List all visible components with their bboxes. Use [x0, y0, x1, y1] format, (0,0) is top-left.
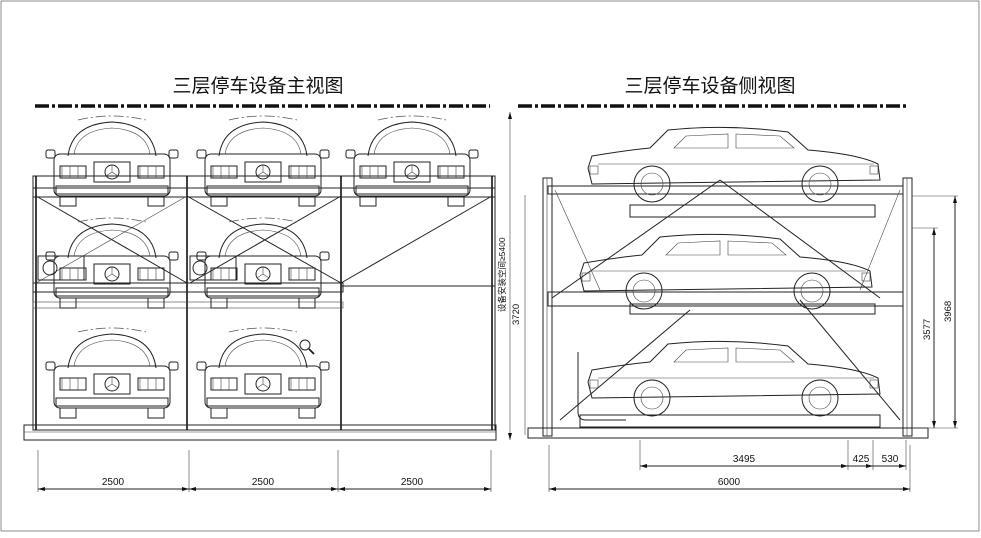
center-dimensions: 3720 设备安装空间≥5400: [497, 112, 526, 440]
car-side: [587, 340, 881, 417]
front-view-title: 三层停车设备主视图: [172, 75, 343, 97]
car-front: [45, 327, 179, 419]
car-side: [579, 233, 873, 310]
car-front: [45, 217, 179, 309]
dim-530: 530: [882, 454, 899, 465]
car-front: [196, 115, 330, 207]
front-dimensions: 2500 2500 2500: [37, 450, 492, 492]
front-frame: [23, 175, 497, 441]
dim-6000: 6000: [718, 477, 741, 488]
side-view-title: 三层停车设备侧视图: [624, 75, 795, 97]
dim-3577: 3577: [922, 319, 933, 340]
side-cars: [579, 126, 881, 417]
dim-3720: 3720: [511, 304, 522, 325]
magnifier-icon: [299, 339, 315, 355]
car-front: [196, 217, 330, 309]
front-dim-2: 2500: [252, 477, 275, 488]
side-dimensions: 6000 3495 425 530 3968 3577: [548, 195, 958, 492]
car-front: [45, 115, 179, 207]
side-frame: [527, 177, 929, 439]
install-space-note: 设备安装空间≥5400: [497, 237, 507, 312]
car-side: [587, 126, 881, 203]
car-front: [345, 115, 479, 207]
car-front: [196, 327, 330, 419]
front-cars: [45, 115, 479, 419]
front-dim-3: 2500: [401, 477, 424, 488]
dim-3968: 3968: [943, 301, 954, 322]
side-view: 三层停车设备侧视图: [518, 75, 958, 492]
front-view: 三层停车设备主视图: [23, 75, 497, 492]
dim-3495: 3495: [733, 454, 756, 465]
front-dim-1: 2500: [102, 477, 125, 488]
dim-425: 425: [853, 454, 870, 465]
